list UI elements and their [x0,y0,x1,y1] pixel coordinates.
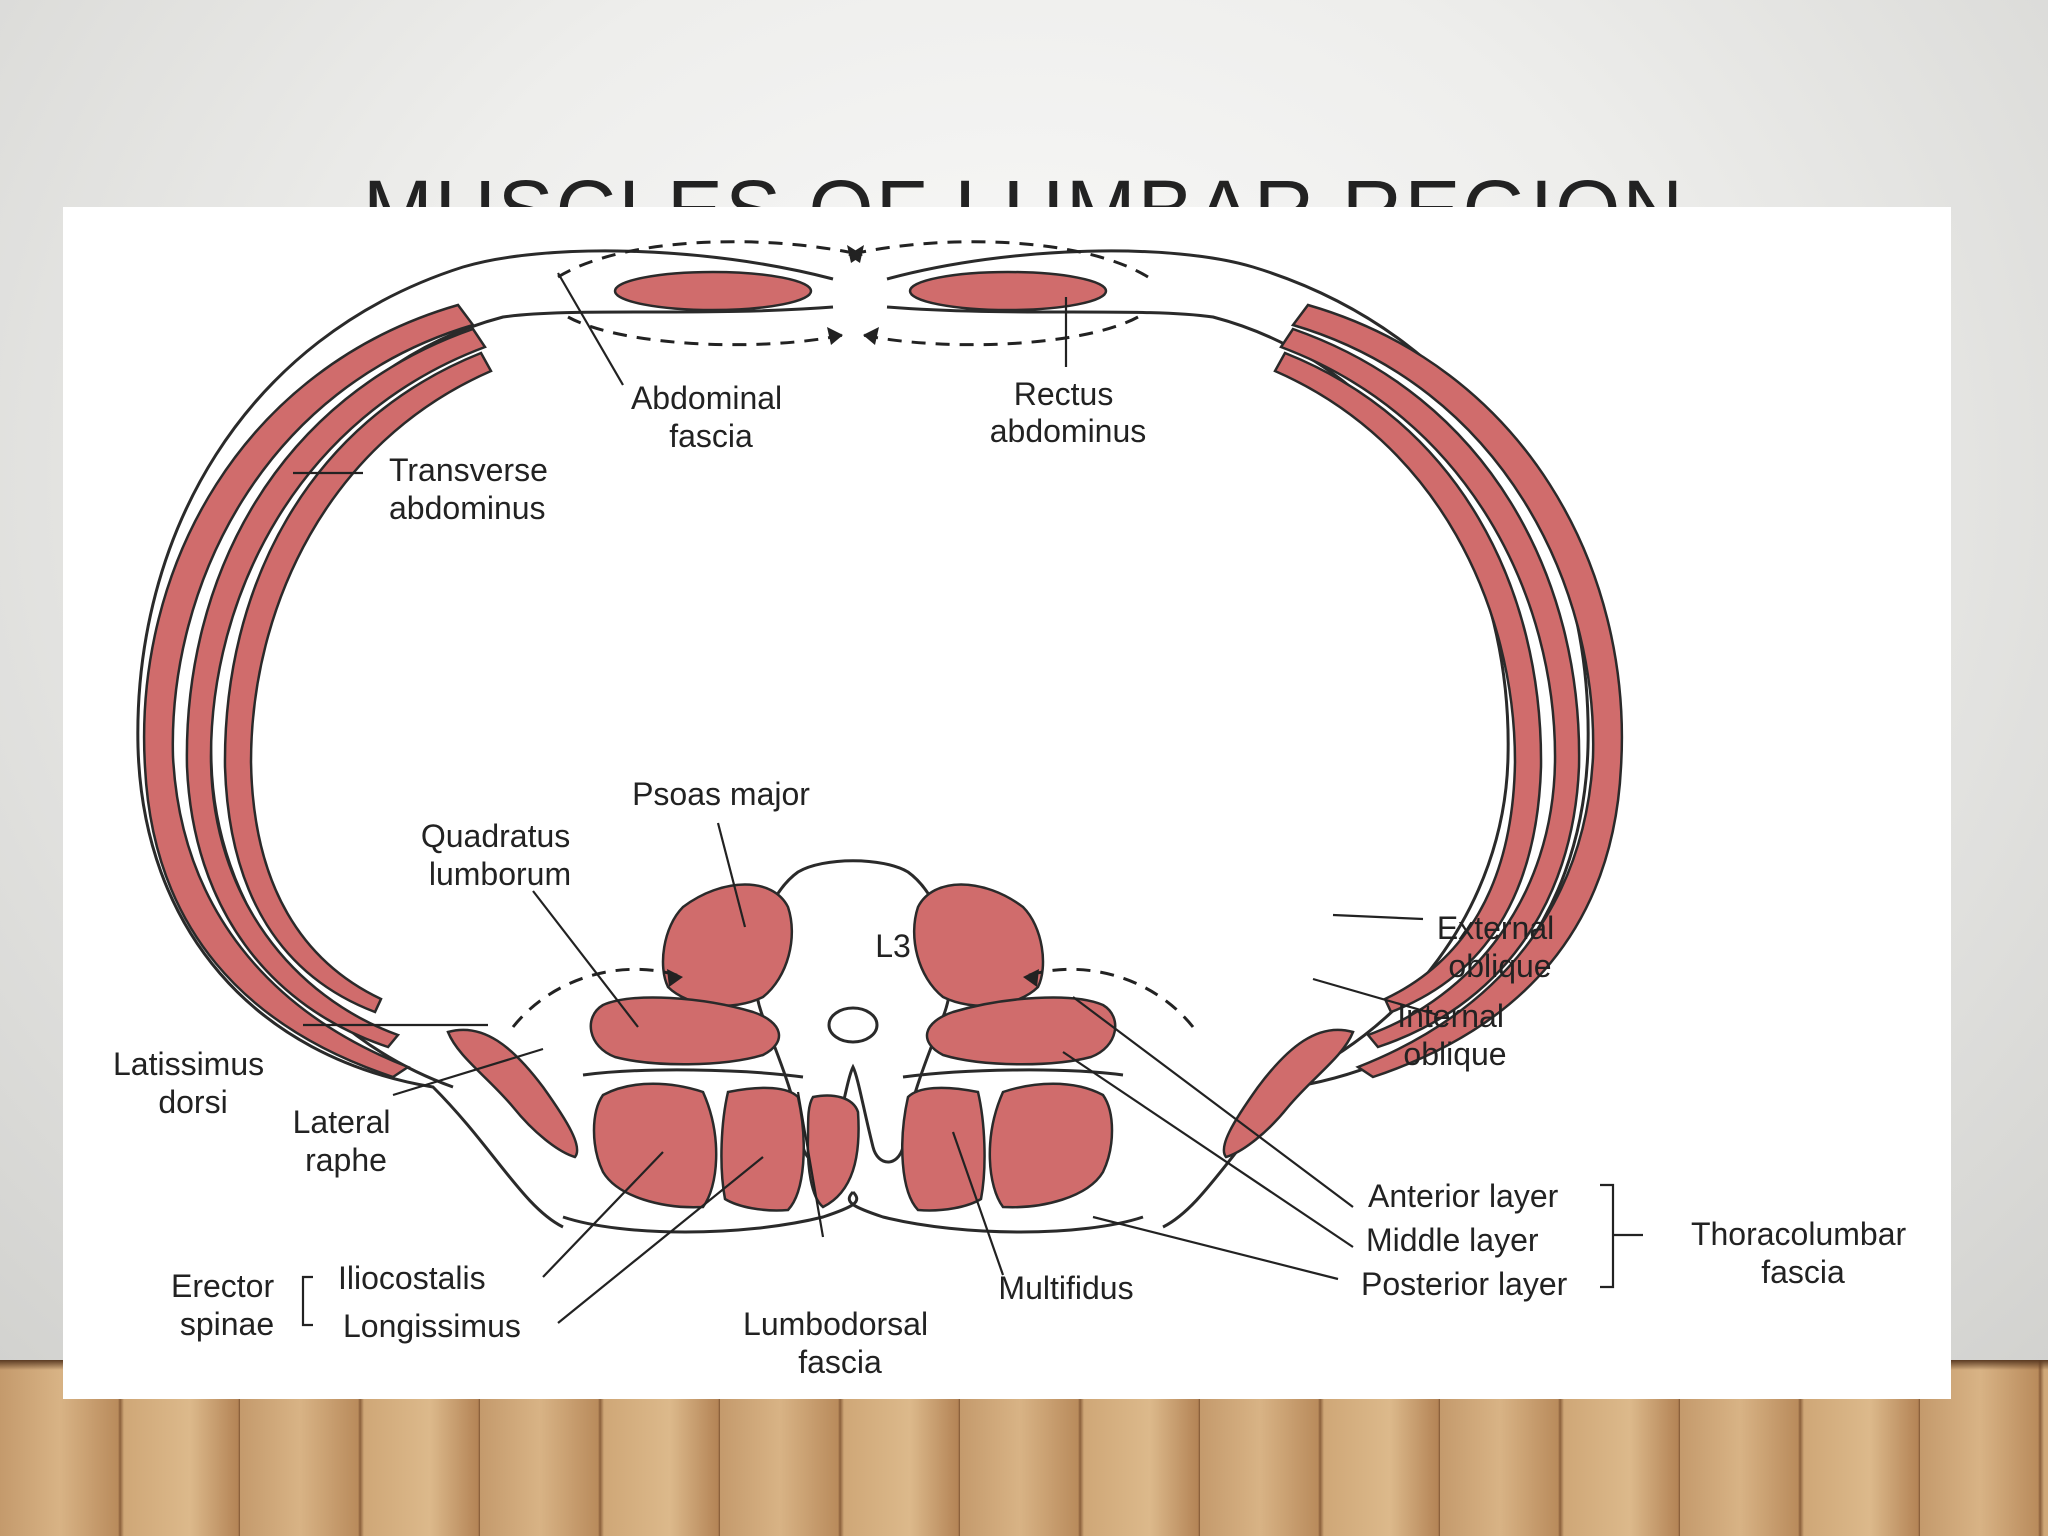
multifidus-left [806,1094,860,1209]
label-iliocostalis: Iliocostalis [338,1260,486,1296]
label-longissimus: Longissimus [343,1308,521,1344]
label-lateral-raphe: Lateral raphe [293,1104,400,1178]
latissimus-dorsi-right [1222,1028,1355,1159]
diagram-panel: Abdominal fascia Rectus abdominus Transv… [63,207,1951,1399]
label-transverse-abdominus: Transverse abdominus [389,452,557,526]
label-abdominal-fascia: Abdominal fascia [631,380,791,454]
quadratus-lumborum-right [925,996,1117,1066]
left-lateral-wall-muscles [142,303,493,1079]
latissimus-dorsi-left [446,1028,579,1159]
label-internal-oblique: Internal oblique [1397,998,1513,1072]
label-external-oblique: External oblique [1437,910,1563,984]
label-psoas-major: Psoas major [632,776,810,812]
label-erector-spinae: Erector spinae [171,1268,283,1342]
label-anterior-layer: Anterior layer [1368,1178,1559,1214]
label-quadratus-lumborum: Quadratus lumborum [421,818,579,892]
right-lateral-wall-muscles [1273,303,1624,1079]
thoracolumbar-fascia-lines [562,1068,1144,1234]
rectus-abdominus-right [908,270,1108,312]
label-l3: L3 [875,928,911,964]
label-multifidus: Multifidus [998,1270,1133,1306]
label-latissimus-dorsi: Latissimus dorsi [113,1046,273,1120]
label-lumbodorsal-fascia: Lumbodorsal fascia [743,1306,937,1380]
leader-lines [293,272,1643,1327]
multifidus-right [901,1086,986,1212]
label-middle-layer: Middle layer [1366,1222,1539,1258]
quadratus-lumborum-left [589,996,781,1066]
label-posterior-layer: Posterior layer [1361,1266,1568,1302]
rectus-abdominus-left [613,270,813,312]
erector-spinae-left [592,1082,860,1212]
label-thoracolumbar-fascia: Thoracolumbar fascia [1691,1216,1915,1290]
erector-spinae-right [901,1082,1114,1212]
psoas-major-right [912,883,1045,1007]
spinal-canal [827,1006,879,1044]
psoas-major-left [661,883,794,1007]
vertebra-l3 [753,859,953,1164]
label-rectus-abdominus: Rectus abdominus [990,376,1147,449]
lumbar-cross-section-diagram: Abdominal fascia Rectus abdominus Transv… [113,240,1915,1380]
dashed-arrows [511,240,1195,1028]
